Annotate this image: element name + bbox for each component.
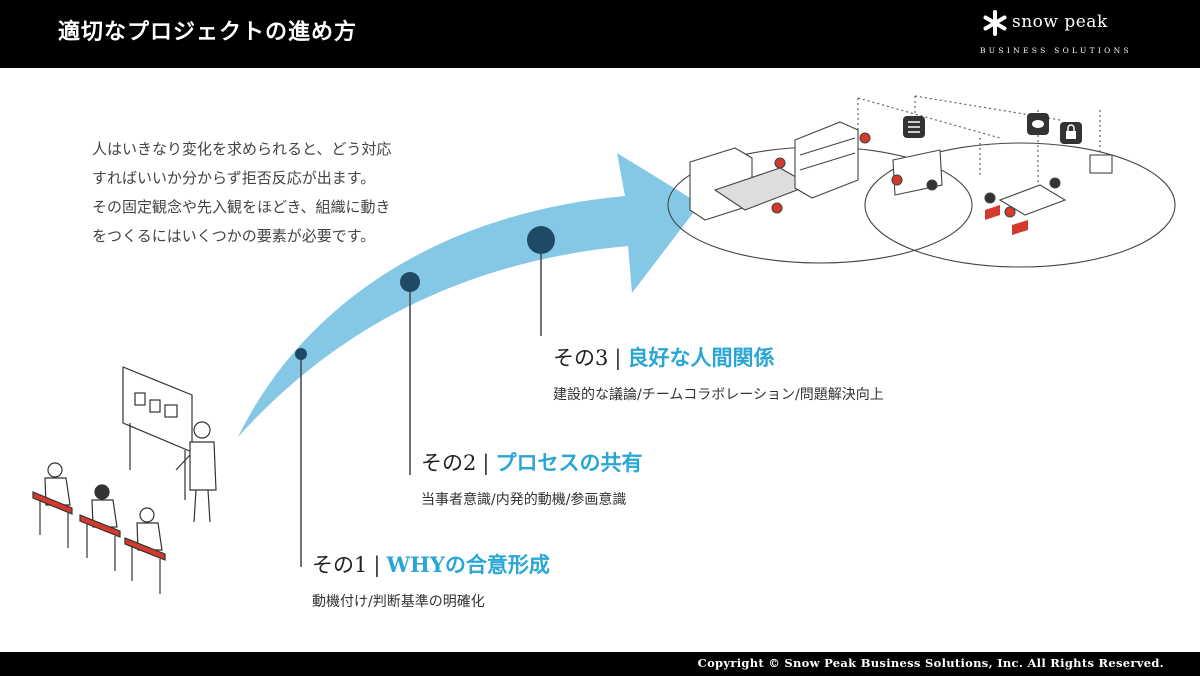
step-3: その3|良好な人間関係 建設的な議論/チームコラボレーション/問題解決向上 [553,342,884,404]
step-2-separator: | [482,451,490,475]
milestone-dot-2 [400,272,420,292]
header-bar: 適切なプロジェクトの進め方 snow peak BUSINESS SOLUTIO… [0,0,1200,68]
logo-subtitle: BUSINESS SOLUTIONS [980,46,1132,55]
intro-text: 人はいきなり変化を求められると、どう対応 すればいいか分からず拒否反応が出ます。… [92,135,472,251]
step-2-name: プロセスの共有 [495,450,643,475]
progress-arrow [238,153,700,437]
step-3-name: 良好な人間関係 [627,345,775,370]
meeting-illustration [32,366,217,594]
step-1-name: WHYの合意形成 [386,552,550,577]
milestone-dot-3 [527,226,555,254]
step-1-description: 動機付け/判断基準の明確化 [312,594,485,610]
step-3-separator: | [614,346,622,370]
brand-logo: snow peak BUSINESS SOLUTIONS [980,8,1150,60]
page-title: 適切なプロジェクトの進め方 [58,20,358,45]
milestone-dot-1 [295,348,307,360]
step-1-heading: その1|WHYの合意形成 [312,549,550,579]
step-3-description: 建設的な議論/チームコラボレーション/問題解決向上 [553,387,884,403]
intro-line: をつくるにはいくつかの要素が必要です。 [92,227,376,245]
step-2-heading: その2|プロセスの共有 [421,447,642,477]
intro-line: その固定観念や先入観をほどき、組織に動き [92,198,391,216]
logo-name: snow peak [1012,12,1108,32]
chat-icon [1027,113,1049,135]
document-icon [903,116,925,138]
step-3-label: その3 [553,346,609,370]
organization-illustration [667,95,1176,268]
copyright-text: Copyright © Snow Peak Business Solutions… [697,656,1164,670]
step-1: その1|WHYの合意形成 動機付け/判断基準の明確化 [312,549,550,611]
step-1-label: その1 [312,553,368,577]
intro-line: 人はいきなり変化を求められると、どう対応 [92,140,392,158]
footer-bar: Copyright © Snow Peak Business Solutions… [0,652,1200,676]
step-1-separator: | [373,553,381,577]
step-2-description: 当事者意識/内発的動機/参画意識 [421,492,627,508]
intro-line: すればいいか分からず拒否反応が出ます。 [92,169,376,187]
step-2-label: その2 [421,451,477,475]
step-2: その2|プロセスの共有 当事者意識/内発的動機/参画意識 [421,447,642,509]
snowflake-logo-icon [983,10,1007,36]
lock-icon [1060,122,1082,144]
step-3-heading: その3|良好な人間関係 [553,342,884,372]
